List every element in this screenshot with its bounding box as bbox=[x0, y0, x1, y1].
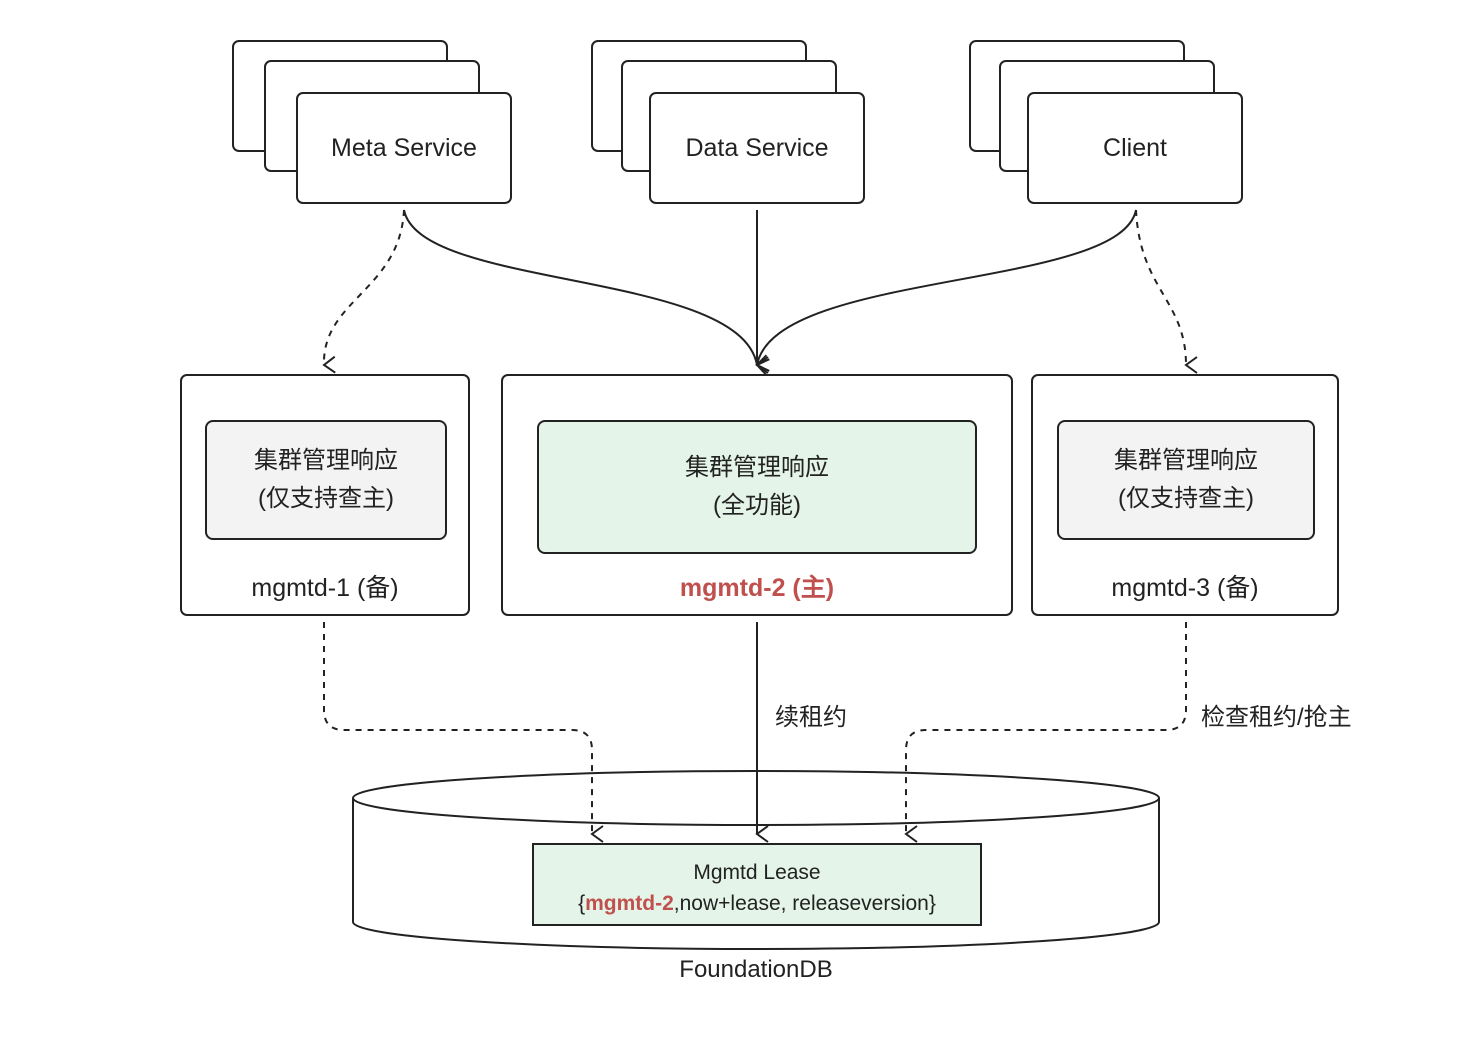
mgmtd-2-name: mgmtd-2 (主) bbox=[679, 574, 835, 602]
lease-fields: ,now+lease, releaseversion} bbox=[673, 892, 936, 915]
lease-holder: mgmtd-2 bbox=[585, 892, 674, 915]
standby1-check-lease-edge bbox=[323, 622, 604, 843]
mgmtd-3-response-title: 集群管理响应 bbox=[1114, 447, 1258, 474]
mgmtd-2-response-title: 集群管理响应 bbox=[685, 454, 829, 481]
mgmtd-1-response-title: 集群管理响应 bbox=[254, 447, 398, 474]
mgmtd-3-response-scope: (仅支持查主) bbox=[1118, 485, 1254, 512]
foundationdb-label: FoundationDB bbox=[679, 956, 833, 983]
mgmtd-2-response-panel: 集群管理响应 (全功能) bbox=[537, 420, 977, 554]
meta-service-box: Meta Service bbox=[296, 92, 512, 204]
mgmtd-2-node: 集群管理响应 (全功能) mgmtd-2 (主) bbox=[501, 374, 1013, 616]
meta-to-primary-edge bbox=[403, 209, 770, 372]
standby3-check-lease-edge bbox=[904, 622, 1187, 843]
mgmtd-3-node: 集群管理响应 (仅支持查主) mgmtd-3 (备) bbox=[1031, 374, 1339, 616]
meta-to-standby1-edge bbox=[322, 209, 405, 374]
mgmtd-1-node: 集群管理响应 (仅支持查主) mgmtd-1 (备) bbox=[180, 374, 470, 616]
renew-lease-label: 续租约 bbox=[775, 704, 847, 731]
lease-title: Mgmtd Lease bbox=[693, 861, 821, 884]
check-lease-label: 检查租约/抢主 bbox=[1201, 704, 1352, 731]
mgmtd-1-response-panel: 集群管理响应 (仅支持查主) bbox=[205, 420, 447, 540]
lease-open-brace: { bbox=[578, 892, 586, 915]
lease-content: {mgmtd-2,now+lease, releaseversion} bbox=[534, 888, 980, 919]
client-box: Client bbox=[1027, 92, 1243, 204]
client-to-standby3-edge bbox=[1135, 209, 1198, 374]
data-service-label: Data Service bbox=[685, 134, 829, 162]
meta-service-label: Meta Service bbox=[331, 134, 477, 162]
mgmtd-3-response-panel: 集群管理响应 (仅支持查主) bbox=[1057, 420, 1315, 540]
client-label: Client bbox=[1103, 134, 1167, 162]
mgmtd-1-response-scope: (仅支持查主) bbox=[258, 485, 394, 512]
client-to-primary-edge bbox=[755, 209, 1137, 376]
mgmtd-1-name: mgmtd-1 (备) bbox=[251, 574, 399, 602]
data-service-box: Data Service bbox=[649, 92, 865, 204]
mgmtd-lease-record: Mgmtd Lease {mgmtd-2,now+lease, releasev… bbox=[532, 843, 982, 926]
mgmtd-2-response-scope: (全功能) bbox=[713, 492, 801, 519]
mgmtd-3-name: mgmtd-3 (备) bbox=[1111, 574, 1259, 602]
